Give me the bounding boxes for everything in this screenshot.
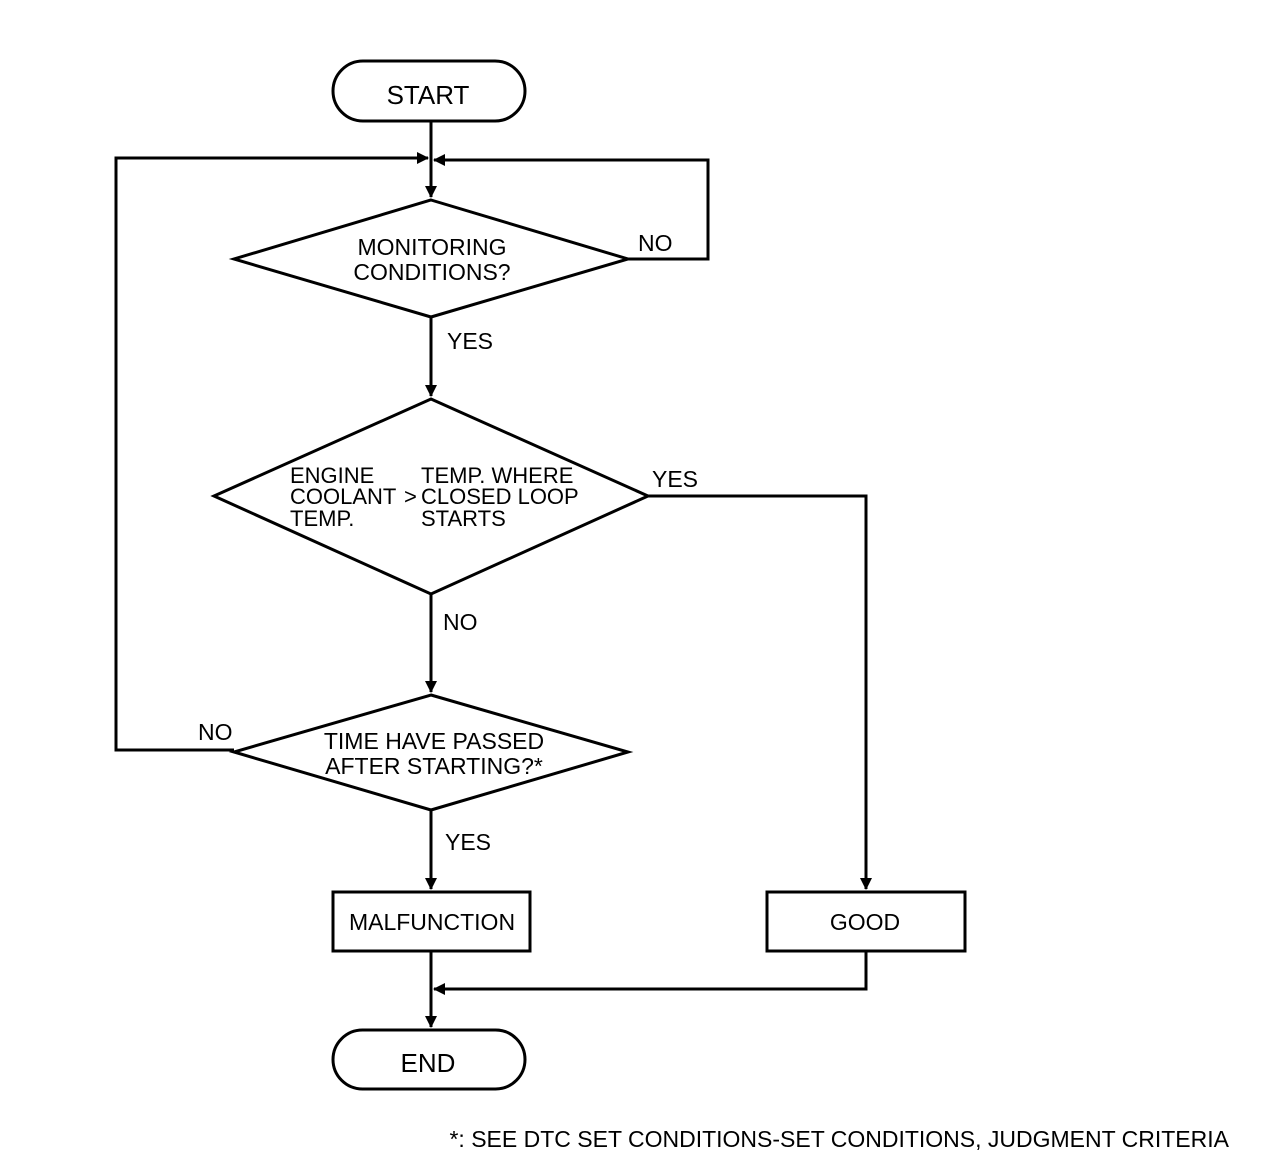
edge-label-time-yes: YES: [445, 829, 491, 855]
connector-good-to-end: [433, 951, 868, 995]
good-box: GOOD: [765, 890, 967, 953]
malfunction-label: MALFUNCTION: [349, 909, 515, 935]
coolant-operator: >: [404, 484, 417, 509]
good-label: GOOD: [830, 909, 900, 935]
coolant-left-line2: COOLANT: [290, 484, 396, 509]
edge-label-monitoring-yes: YES: [447, 328, 493, 354]
connector-time-no-loop: [114, 152, 429, 752]
footnote: *: SEE DTC SET CONDITIONS-SET CONDITIONS…: [449, 1126, 1229, 1152]
monitoring-label-line1: MONITORING: [357, 234, 506, 260]
end-terminal: END: [331, 1028, 527, 1091]
start-terminal: START: [331, 59, 527, 123]
coolant-right-line2: CLOSED LOOP: [421, 484, 579, 509]
coolant-right-line3: STARTS: [421, 506, 506, 531]
time-decision: TIME HAVE PASSED AFTER STARTING?*: [228, 693, 634, 812]
coolant-left-line3: TEMP.: [290, 506, 354, 531]
start-label: START: [387, 80, 470, 110]
monitoring-decision: MONITORING CONDITIONS?: [228, 198, 634, 319]
connector-monitoring-no-loop: [433, 154, 710, 261]
end-label: END: [401, 1048, 456, 1078]
connector-coolant-yes: [648, 494, 872, 890]
edge-label-time-no: NO: [198, 719, 233, 745]
coolant-decision: ENGINE COOLANT TEMP. > TEMP. WHERE CLOSE…: [210, 397, 652, 596]
edge-label-coolant-yes: YES: [652, 466, 698, 492]
coolant-left-line1: ENGINE: [290, 463, 374, 488]
malfunction-box: MALFUNCTION: [331, 890, 532, 953]
coolant-right-line1: TEMP. WHERE: [421, 463, 573, 488]
monitoring-label-line2: CONDITIONS?: [353, 259, 510, 285]
connectors: [114, 122, 872, 1028]
edge-label-monitoring-no: NO: [638, 230, 673, 256]
time-label-line2: AFTER STARTING?*: [325, 753, 543, 779]
time-label-line1: TIME HAVE PASSED: [324, 728, 544, 754]
edge-label-coolant-no: NO: [443, 609, 478, 635]
